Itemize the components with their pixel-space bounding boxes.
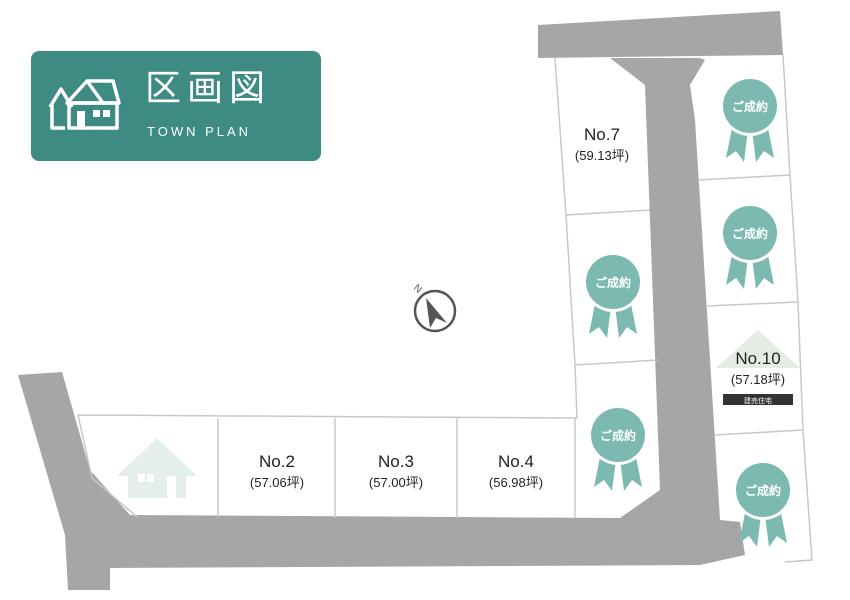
lot-divider [565, 209, 651, 216]
lot-10-tag [723, 394, 793, 405]
lot-2-area: (57.06坪) [250, 475, 304, 490]
sold-badge: ご成約 [720, 76, 780, 162]
sold-badge-label: ご成約 [600, 428, 636, 443]
sold-badge: ご成約 [588, 405, 648, 491]
lot-divider [714, 429, 804, 436]
lot-10-number: No.10 [735, 349, 780, 368]
lot-10-area: (57.18坪) [731, 372, 785, 387]
compass-north-label: N [411, 283, 424, 296]
top-road [538, 11, 783, 58]
sold-badge-label: ご成約 [732, 99, 768, 114]
sold-badge: ご成約 [733, 460, 793, 547]
lot-4-number: No.4 [498, 452, 534, 471]
compass: N [411, 283, 457, 333]
lot-4-area: (56.98坪) [489, 475, 543, 490]
sold-badge-label: ご成約 [595, 275, 631, 290]
lot-7-area: (59.13坪) [575, 148, 629, 163]
house-roof-icon [716, 330, 800, 368]
lot-divider [706, 301, 799, 307]
page-title: 区画図 [145, 68, 272, 109]
lot-3-area: (57.00坪) [369, 475, 423, 490]
house-icon [48, 79, 121, 130]
compass-arrow-icon [426, 298, 447, 328]
lot-2-number: No.2 [259, 452, 295, 471]
sold-badge-label: ご成約 [732, 226, 768, 241]
roads [18, 11, 783, 590]
lot-divider [574, 359, 659, 366]
lot-10-tag-label: 建売住宅 [744, 396, 772, 405]
main-road [18, 58, 745, 590]
house-icon [117, 438, 197, 498]
sold-badge: ご成約 [583, 252, 643, 338]
lot-7-number: No.7 [584, 125, 620, 144]
lot-outlines [77, 54, 813, 563]
right-boundary [782, 54, 813, 563]
title-card: 区画図 TOWN PLAN [31, 51, 321, 161]
page-subtitle: TOWN PLAN [147, 124, 252, 139]
sold-badge: ご成約 [720, 203, 780, 289]
sold-badge-label: ご成約 [745, 483, 781, 498]
lot-divider [697, 174, 791, 181]
lot-3-number: No.3 [378, 452, 414, 471]
